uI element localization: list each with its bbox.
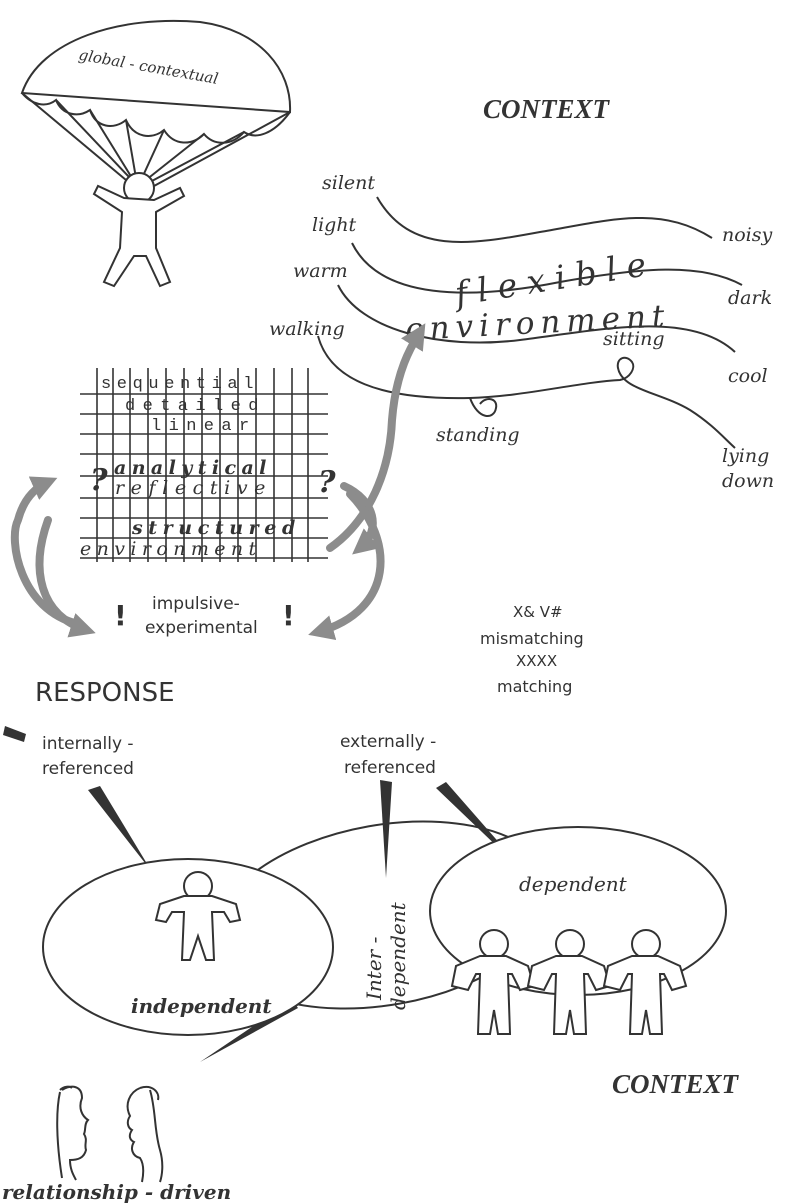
grid-row-analytical: analytical [114,457,272,479]
grid-row-linear: linear [151,417,257,436]
environment-ribbon [317,196,743,449]
label-down: down [722,470,774,492]
grid-row-structured: structured [131,517,301,539]
matching-line1: X& V# [513,603,563,621]
exclamation-left: ! [114,599,127,632]
independent-figure [154,871,242,961]
internally-line1: internally - [42,734,134,754]
response-heading: RESPONSE [35,678,175,708]
impulsive-line2: experimental [145,618,258,638]
dependent-figures [450,929,688,1035]
structured-grid [80,368,328,562]
label-dark: dark [728,287,772,309]
label-walking: walking [269,318,345,340]
grid-row-sequential: sequential [101,375,259,394]
label-standing: standing [436,424,520,446]
grid-row-reflective: reflective [115,477,272,499]
matching-line4: matching [497,677,572,696]
independent-label: independent [131,994,272,1018]
small-dash-mark [3,726,26,742]
label-cool: cool [728,365,768,387]
parachute-illustration [20,19,292,288]
impulsive-line1: impulsive- [152,594,240,614]
question-mark-left: ? [90,463,108,498]
internally-line2: referenced [42,759,134,779]
label-sitting: sitting [603,328,665,350]
context-heading-bottom: CONTEXT [612,1069,740,1099]
label-noisy: noisy [722,224,773,246]
label-silent: silent [322,172,375,194]
externally-line2: referenced [344,758,436,778]
cycle-arrows [10,323,426,641]
dependent-label: dependent [519,872,628,896]
interdependent-line2: dependent [386,901,410,1010]
exclamation-right: ! [282,599,295,632]
relationship-driven-label: relationship - driven [2,1180,231,1204]
matching-line2: mismatching [480,629,584,648]
faces-illustration [56,1085,164,1183]
context-heading-top: CONTEXT [483,94,611,124]
label-warm: warm [293,260,348,282]
externally-line1: externally - [340,732,436,752]
grid-row-environment: environment [80,538,262,560]
question-mark-right: ? [318,465,336,500]
interdependent-line1: Inter - [362,936,386,1001]
label-lying: lying [722,445,769,467]
grid-row-detailed: detailed [125,397,266,416]
matching-line3: XXXX [516,652,557,670]
label-light: light [312,214,357,236]
